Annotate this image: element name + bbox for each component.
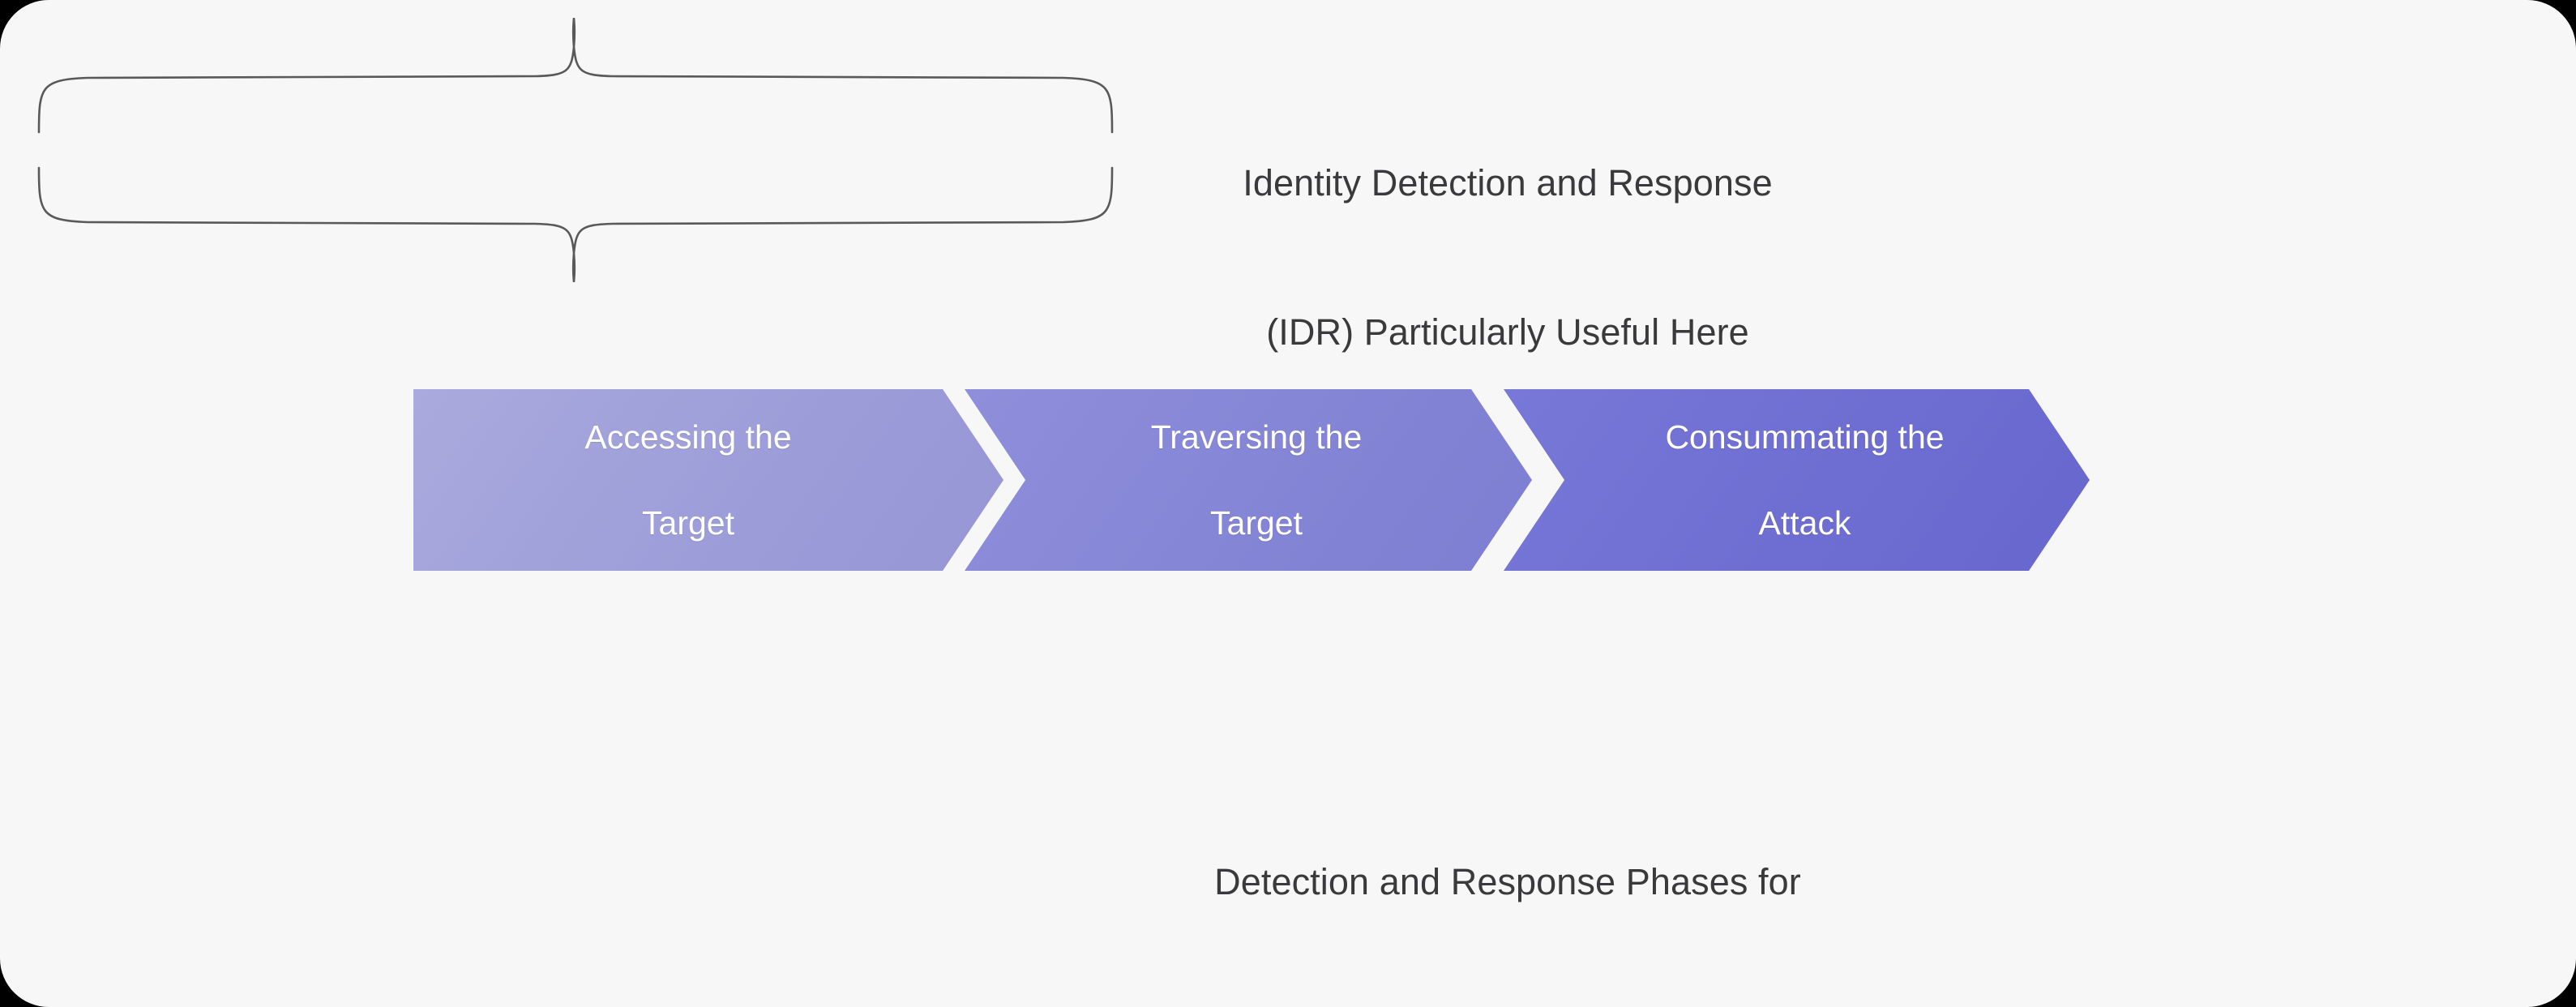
- phase-label-accessing-the-target: Accessing the Target: [584, 373, 791, 588]
- phase-label-line-2: Target: [642, 504, 734, 542]
- phase-chevron-consummating-the-attack[interactable]: Consummating the Attack: [1504, 389, 2090, 571]
- bottom-annotation-label: Detection and Response Phases for Cyber …: [892, 770, 2124, 1007]
- phase-chevron-traversing-the-target[interactable]: Traversing the Target: [965, 389, 1532, 571]
- phase-chevron-accessing-the-target[interactable]: Accessing the Target: [413, 389, 1003, 571]
- top-brace-svg: [37, 17, 1114, 134]
- bottom-annotation-line-1: Detection and Response Phases for: [1214, 861, 1801, 902]
- bottom-annotation-line-2: Cyber Defenders: [892, 994, 2124, 1007]
- phase-label-consummating-the-attack: Consummating the Attack: [1665, 373, 1944, 588]
- top-brace-path: [37, 17, 1114, 134]
- phase-label-traversing-the-target: Traversing the Target: [1151, 373, 1363, 588]
- top-annotation-line-1: Identity Detection and Response: [1243, 162, 1773, 204]
- phase-label-line-2: Target: [1210, 504, 1303, 542]
- bottom-brace-svg: [37, 166, 1114, 283]
- phase-label-line-1: Accessing the: [584, 418, 792, 456]
- top-annotation-label: Identity Detection and Response (IDR) Pa…: [916, 71, 2099, 444]
- bottom-brace: [0, 150, 1151, 300]
- top-annotation-line-2: (IDR) Particularly Useful Here: [1266, 311, 1749, 353]
- phase-label-line-2: Attack: [1758, 504, 1851, 542]
- phase-label-line-1: Consummating the: [1665, 418, 1945, 456]
- phase-chevron-row: Accessing the Target Traversing the Targ…: [0, 389, 2576, 571]
- phase-label-line-1: Traversing the: [1150, 418, 1363, 456]
- top-brace: [0, 0, 1151, 150]
- bottom-brace-path: [37, 166, 1114, 283]
